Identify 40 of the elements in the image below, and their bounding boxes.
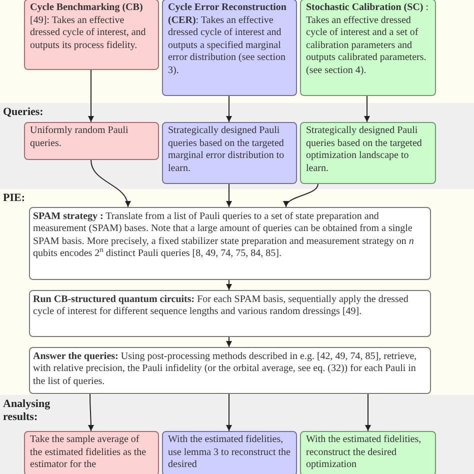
step-box: [24, 0, 159, 70]
arrow: [284, 184, 318, 208]
arrow: [226, 280, 232, 290]
section-band: [0, 103, 474, 189]
box-text: Take the sample average of the estimated fidelities as the estimator for the: [30, 434, 148, 472]
box-text: Answer the queries: Using post-processing methods described in e.g. [42, 49, 74, 85], retrieve, with relative precision, the Pauli infidelity (or the orbital average, see eq. (32)) for each Pauli in the list of queries.: [33, 351, 418, 388]
section-label: Analysing results:: [3, 398, 52, 424]
box-text: Cycle Benchmarking (CB) [49]: Takes an effective dressed cycle of interest, and outputs its process fidelity.: [30, 2, 147, 52]
arrow: [226, 96, 232, 122]
box-text: With the estimated fidelities, use lemma 3 to reconstruct the desired: [168, 434, 291, 472]
box-text: Strategically designed Pauli queries based on the targeted optimization landscape to learn.: [306, 125, 423, 176]
arrow: [88, 70, 94, 122]
step-box: [300, 431, 436, 474]
box-text: Uniformly random Pauli queries.: [30, 125, 130, 150]
arrow: [226, 336, 232, 348]
step-box: [162, 122, 297, 184]
process-box: [29, 207, 431, 280]
box-text: Strategically designed Pauli queries based on the targeted marginal error distribution to learn.: [168, 125, 286, 176]
section-band: [0, 395, 474, 474]
section-label: PIE:: [3, 192, 26, 205]
step-box: [162, 431, 297, 474]
arrow: [226, 394, 232, 432]
box-text: Run CB-structured quantum circuits: For each SPAM basis, sequentially apply the dressed cycle of interest for different sequence lengths and various random dressings [49].: [33, 294, 410, 319]
arrow: [226, 184, 232, 208]
arrow: [365, 394, 371, 432]
arrow: [88, 394, 94, 432]
box-text: With the estimated fidelities, reconstruct the desired optimization: [306, 434, 422, 472]
step-box: [300, 0, 436, 96]
section-label: Queries:: [3, 106, 44, 119]
process-box: [29, 290, 431, 337]
arrow: [364, 96, 370, 122]
box-text: Stochastic Calibration (SC) : Takes an effective dressed cycle of interest and a set of calibration parameters and outputs calibrated parameters. (see section 4).: [306, 2, 430, 78]
step-box: [24, 122, 159, 160]
step-box: [300, 122, 436, 184]
step-box: [24, 431, 159, 474]
process-box: [29, 347, 431, 394]
arrow: [90, 160, 130, 208]
step-box: [162, 0, 297, 96]
box-text: SPAM strategy : Translate from a list of Pauli queries to a set of state preparation and measurement (SPAM) bases. Note that a large amount of queries can be obtained from a single SPAM basis. More precisely, a fixed stabilizer state preparation and measurement strategy on n qubits encodes 2$^{n}$ distinct Pauli queries [8, 49, 74, 75, 84, 85].: [33, 211, 415, 260]
box-text: Cycle Error Reconstruction (CER): Takes an effective dressed cycle of interest and outputs a specified marginal error distribution (see section 3).: [168, 2, 288, 78]
